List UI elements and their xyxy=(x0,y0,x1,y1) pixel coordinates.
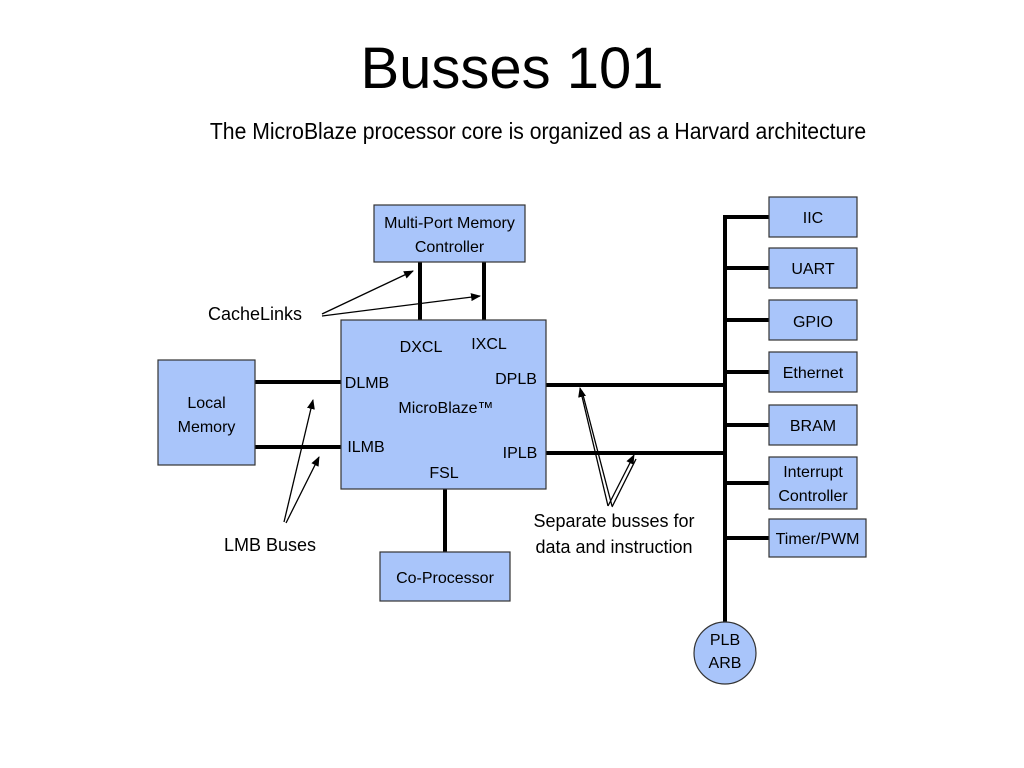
mpmc-block: Multi-Port Memory Controller xyxy=(373,204,526,263)
port-dlmb: DLMB xyxy=(345,375,389,392)
bus-lines xyxy=(255,215,769,622)
mpmc-box xyxy=(373,204,526,263)
interrupt-label-line2: Controller xyxy=(778,488,848,505)
gpio-box xyxy=(768,299,858,341)
uart-label: UART xyxy=(791,261,834,278)
annotations: CacheLinks LMB Buses Separate busses for… xyxy=(208,270,695,557)
cachelinks-arrow-1 xyxy=(321,270,414,315)
lmb-buses-label: LMB Buses xyxy=(224,535,316,555)
coprocessor-box xyxy=(379,551,511,602)
ethernet-label: Ethernet xyxy=(783,365,844,382)
local-memory-line2: Memory xyxy=(178,419,236,436)
coprocessor-block: Co-Processor xyxy=(379,551,511,602)
separate-busses-line1: Separate busses for xyxy=(533,511,694,531)
port-ilmb: ILMB xyxy=(347,439,384,456)
timer-pwm-label: Timer/PWM xyxy=(776,531,860,548)
lmb-arrow-1 xyxy=(283,399,315,523)
slide-subtitle: The MicroBlaze processor core is organiz… xyxy=(209,118,867,144)
iic-box xyxy=(768,196,858,238)
separate-arrow-iplb-shadow xyxy=(611,458,637,508)
ethernet-box xyxy=(768,351,858,393)
bram-box xyxy=(768,404,858,446)
lmb-arrow-2 xyxy=(285,456,320,524)
timer-pwm-box xyxy=(768,518,867,558)
processor-name: MicroBlaze™ xyxy=(398,400,493,417)
separate-arrow-dplb-shadow xyxy=(581,390,613,507)
separate-busses-line2: data and instruction xyxy=(535,537,692,557)
port-dplb: DPLB xyxy=(495,371,537,388)
local-memory-block: Local Memory xyxy=(157,359,256,466)
interrupt-controller-box xyxy=(768,456,858,510)
microblaze-block: DXCL IXCL DLMB DPLB MicroBlaze™ ILMB IPL… xyxy=(340,319,547,490)
separate-arrow-iplb xyxy=(607,454,635,507)
local-memory-box xyxy=(157,359,256,466)
plb-arb-line2: ARB xyxy=(709,655,742,672)
bram-label: BRAM xyxy=(790,418,836,435)
separate-arrow-dplb xyxy=(578,387,609,507)
mpmc-label-line2: Controller xyxy=(415,239,485,256)
slide-title: Busses 101 xyxy=(360,36,664,101)
coprocessor-label: Co-Processor xyxy=(396,570,494,587)
microblaze-box xyxy=(340,319,547,490)
local-memory-line1: Local xyxy=(187,395,225,412)
plb-arb-circle xyxy=(693,621,757,685)
interrupt-label-line1: Interrupt xyxy=(783,464,843,481)
iic-label: IIC xyxy=(803,210,823,227)
plb-arb-line1: PLB xyxy=(710,632,740,649)
port-fsl: FSL xyxy=(429,465,458,482)
plb-arbiter: PLB ARB xyxy=(693,621,757,685)
cachelinks-label: CacheLinks xyxy=(208,304,302,324)
cachelinks-arrow-2 xyxy=(321,293,481,317)
mpmc-label-line1: Multi-Port Memory xyxy=(384,215,515,232)
port-iplb: IPLB xyxy=(503,445,538,462)
gpio-label: GPIO xyxy=(793,314,833,331)
port-dxcl: DXCL xyxy=(400,339,443,356)
port-ixcl: IXCL xyxy=(471,336,507,353)
peripherals: IIC UART GPIO Ethernet BRAM Interrupt Co… xyxy=(768,196,867,558)
uart-box xyxy=(768,247,858,289)
